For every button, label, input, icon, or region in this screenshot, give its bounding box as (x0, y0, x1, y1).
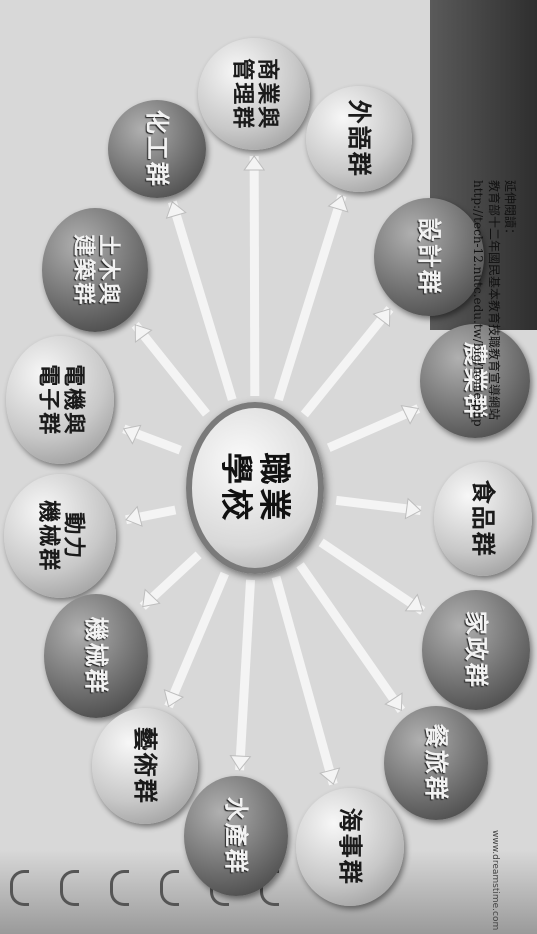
arrow-shaft (164, 571, 229, 709)
node-label: 餐旅群 (421, 724, 451, 802)
node-label: 水產群 (221, 797, 251, 875)
arrow-head (123, 424, 142, 445)
binder-ring (160, 870, 179, 906)
node-label: 藝術群 (130, 727, 160, 805)
node-agriculture: 農業群 (420, 324, 530, 438)
node-label: 動力 機械群 (34, 499, 87, 573)
center-node: 職業 學校 (186, 402, 324, 574)
arrow-shaft (326, 404, 421, 452)
arrow-head (319, 767, 341, 785)
arrow-head (163, 688, 185, 708)
arrow-shaft (167, 200, 237, 401)
node-label: 海事群 (335, 808, 365, 886)
arrow-shaft (300, 306, 394, 418)
arrow-head (404, 497, 422, 520)
node-power-mechanical: 動力 機械群 (4, 474, 116, 598)
arrow-shaft (296, 562, 406, 713)
arrow-shaft (131, 322, 210, 417)
arrow-head (229, 755, 252, 771)
node-label: 土木與 建築群 (69, 233, 122, 307)
arrow-shaft (318, 538, 426, 615)
node-arts: 藝術群 (92, 708, 198, 824)
node-label: 化工群 (142, 110, 172, 188)
node-civil-architecture: 土木與 建築群 (42, 208, 148, 332)
node-label: 電機與 電子群 (34, 363, 87, 437)
arrow-head (142, 588, 161, 608)
node-foreign-language: 外語群 (306, 86, 412, 192)
arrow-head (327, 194, 349, 213)
node-commerce: 商業與 管理群 (198, 38, 310, 150)
node-aquaculture: 水產群 (184, 776, 288, 896)
arrow-head (125, 505, 143, 527)
node-chemical: 化工群 (108, 100, 206, 198)
binder-ring (60, 870, 79, 906)
node-design: 設計群 (374, 198, 484, 316)
arrow-shaft (274, 194, 347, 402)
arrow-head (384, 692, 403, 712)
node-label: 家政群 (461, 611, 491, 689)
node-label: 食品群 (468, 480, 498, 558)
node-label: 機械群 (81, 617, 111, 695)
arrow-head (243, 155, 266, 171)
reading-caption: 延伸閱讀： 教育部十二年國民基本教育技職教育宣導網站 http://tech-1… (448, 180, 518, 427)
node-mechanical: 機械群 (44, 594, 148, 718)
arrow-head (165, 201, 187, 219)
caption-text: 教育部十二年國民基本教育技職教育宣導網站 (486, 180, 501, 421)
node-maritime: 海事群 (296, 788, 404, 906)
binder-ring (110, 870, 129, 906)
arrow-shaft (249, 155, 260, 397)
arrow-shaft (271, 575, 338, 786)
node-food: 食品群 (434, 462, 532, 576)
caption-heading: 延伸閱讀： (503, 180, 517, 241)
caption-url[interactable]: http://tech-12.nutc.edu.tw/big/home.php (470, 180, 485, 427)
node-label: 外語群 (344, 100, 374, 178)
node-electrical-electronic: 電機與 電子群 (6, 336, 114, 464)
arrow-head (372, 308, 391, 328)
arrow-head (134, 324, 153, 344)
arrow-head (404, 593, 424, 612)
node-home-economics: 家政群 (422, 590, 530, 710)
node-hospitality: 餐旅群 (384, 706, 488, 820)
node-label: 商業與 管理群 (228, 57, 281, 131)
node-label: 設計群 (414, 218, 444, 296)
watermark-text: www.dreamstime.com (490, 830, 500, 931)
binder-ring (10, 870, 29, 906)
arrow-shaft (235, 579, 256, 771)
arrow-head (400, 405, 420, 425)
center-label: 職業 學校 (216, 451, 294, 525)
